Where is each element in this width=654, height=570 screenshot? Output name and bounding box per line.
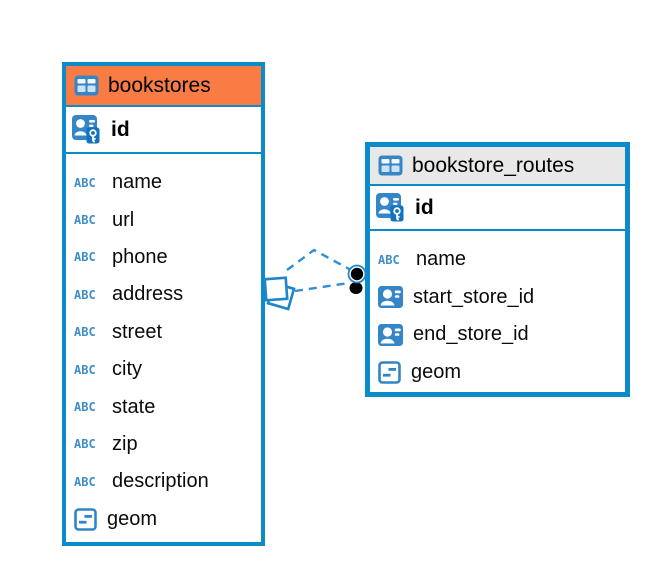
column-name: state xyxy=(112,395,156,418)
column-name: id xyxy=(415,195,434,219)
foreign-key-icon xyxy=(378,323,403,346)
table-bookstores[interactable]: bookstores id xyxy=(62,62,265,546)
geometry-icon xyxy=(378,360,401,384)
column-name: id xyxy=(111,117,130,141)
column-row-id[interactable]: id xyxy=(66,107,261,154)
column-row[interactable]: phone xyxy=(66,239,261,276)
column-name: name xyxy=(112,171,163,194)
column-row[interactable]: zip xyxy=(66,426,261,463)
foreign-key-icon xyxy=(378,286,403,309)
varchar-icon xyxy=(378,253,406,267)
column-row[interactable]: end_store_id xyxy=(370,316,625,354)
table-icon xyxy=(74,75,99,96)
column-row[interactable]: url xyxy=(66,201,261,238)
column-name: address xyxy=(112,283,184,306)
column-row[interactable]: name xyxy=(370,241,625,279)
column-name: zip xyxy=(112,432,138,455)
column-name: geom xyxy=(411,360,462,383)
table-icon xyxy=(378,155,403,176)
varchar-icon xyxy=(74,176,102,190)
varchar-icon xyxy=(74,213,102,227)
column-row[interactable]: street xyxy=(66,314,261,351)
column-name: end_store_id xyxy=(413,323,529,346)
table-title: bookstores xyxy=(108,73,211,97)
column-row[interactable]: geom xyxy=(66,501,261,538)
table-header-bookstore-routes[interactable]: bookstore_routes xyxy=(370,147,625,186)
relation-source-anchor-icon xyxy=(263,276,296,311)
column-row[interactable]: city xyxy=(66,351,261,388)
varchar-icon xyxy=(74,437,102,451)
relation-target-anchor-icon xyxy=(347,264,367,294)
column-name: phone xyxy=(112,245,168,268)
column-row[interactable]: geom xyxy=(370,354,625,392)
varchar-icon xyxy=(74,288,102,302)
varchar-icon xyxy=(74,325,102,339)
column-name: city xyxy=(112,358,142,381)
column-list: name url phone address street city xyxy=(66,154,261,538)
table-title: bookstore_routes xyxy=(412,153,575,177)
column-row[interactable]: name xyxy=(66,164,261,201)
column-name: description xyxy=(112,470,209,493)
column-name: url xyxy=(112,208,135,231)
table-header-bookstores[interactable]: bookstores xyxy=(66,66,261,107)
column-name: start_store_id xyxy=(413,285,535,308)
primary-key-icon xyxy=(376,192,406,223)
geometry-icon xyxy=(74,507,97,531)
varchar-icon xyxy=(74,475,102,489)
column-list: name start_store_id xyxy=(370,231,625,391)
column-name: geom xyxy=(107,507,158,530)
varchar-icon xyxy=(74,363,102,377)
column-name: street xyxy=(112,320,163,343)
column-row[interactable]: address xyxy=(66,276,261,313)
varchar-icon xyxy=(74,250,102,264)
varchar-icon xyxy=(74,400,102,414)
relation-line-upper xyxy=(286,248,352,272)
column-row[interactable]: state xyxy=(66,388,261,425)
primary-key-icon xyxy=(72,114,102,145)
relation-line-lower xyxy=(294,281,350,293)
column-name: name xyxy=(416,248,467,271)
column-row[interactable]: start_store_id xyxy=(370,279,625,317)
column-row[interactable]: description xyxy=(66,463,261,500)
column-row-id[interactable]: id xyxy=(370,186,625,231)
table-bookstore-routes[interactable]: bookstore_routes id xyxy=(365,142,630,397)
